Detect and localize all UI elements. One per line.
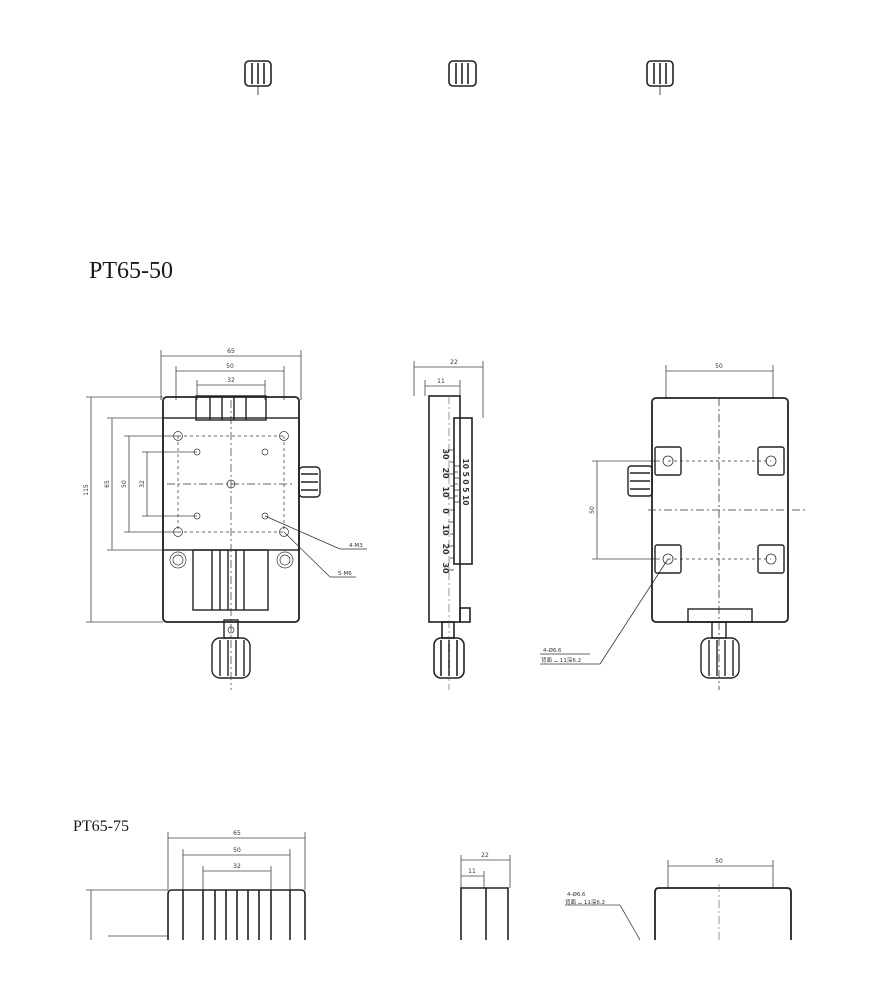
b-dim-65: 65 (233, 830, 241, 837)
b-dim-32: 32 (233, 863, 241, 870)
dim-back-50-vert: 50 (589, 506, 596, 514)
label-counterbore: 背面 ⌴ 11深6.2 (541, 656, 581, 664)
dim-32-side: 32 (139, 480, 146, 488)
scale-20-bottom: 20 (441, 543, 450, 555)
scale-0: 0 (441, 508, 450, 514)
scale-30-top: 30 (441, 448, 450, 460)
top-knob-2 (448, 60, 477, 87)
scale-10-top: 10 (441, 486, 450, 498)
label-4-m3: 4-M3 (349, 543, 363, 549)
b-dim-22: 22 (481, 852, 489, 859)
b-label-4-d6-6: 4-Ø6.6 (567, 891, 586, 898)
dim-back-50: 50 (715, 363, 723, 370)
dim-50: 50 (226, 363, 234, 370)
dim-65: 65 (227, 348, 235, 355)
top-knob-1 (244, 60, 272, 95)
b-label-counterbore: 背面 ⌴ 11深6.2 (565, 898, 605, 906)
pt65-75-side: 22 11 (460, 852, 511, 940)
vernier-scale: 10 5 0 5 10 (461, 459, 470, 506)
label-5-m6: 5-M6 (338, 571, 352, 577)
b-dim-back-50: 50 (715, 858, 723, 865)
pt65-75-back: 50 4-Ø6.6 背面 ⌴ 11深6.2 (565, 858, 792, 941)
b-dim-11: 11 (468, 868, 476, 875)
dim-50-side: 50 (121, 480, 128, 488)
dim-115: 115 (83, 484, 90, 496)
scale-20-top: 20 (441, 467, 450, 479)
top-knob-3 (646, 60, 674, 95)
b-dim-50: 50 (233, 847, 241, 854)
model-title-pt65-75: PT65-75 (73, 818, 129, 835)
dim-22: 22 (450, 359, 458, 366)
model-title-pt65-50: PT65-50 (89, 258, 173, 284)
back-view: 50 50 (540, 363, 806, 690)
pt65-75-front: 65 50 32 (86, 830, 306, 940)
dim-32: 32 (227, 377, 235, 384)
dim-65-side: 65 (104, 480, 111, 488)
scale-30-bottom: 30 (441, 562, 450, 574)
front-view: 65 50 32 115 65 50 32 (83, 348, 367, 690)
label-4-d6-6: 4-Ø6.6 (543, 647, 562, 654)
scale-10-bottom: 10 (441, 524, 450, 536)
side-view: 22 11 30 20 10 0 (413, 359, 484, 690)
dim-11: 11 (437, 378, 445, 385)
